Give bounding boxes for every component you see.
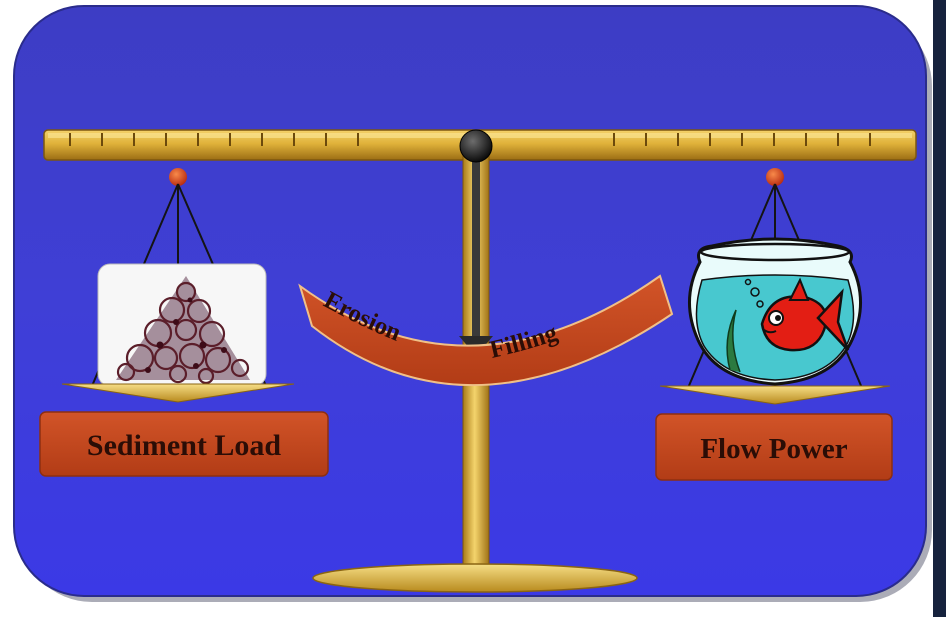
- beam-ticks: [69, 133, 871, 146]
- goldfish-icon: [760, 277, 850, 352]
- pointer-needle: [472, 160, 480, 340]
- edge-strip: [933, 0, 946, 617]
- left-hanger-bob: [169, 168, 187, 186]
- left-pan-assembly: Sediment Load: [39, 168, 329, 477]
- right-label-box: [655, 413, 893, 481]
- right-pan-assembly: Flow Power: [655, 168, 893, 481]
- left-label-box: [39, 411, 329, 477]
- right-hanger-bob: [766, 168, 784, 186]
- sediment-pile-icon: [116, 276, 250, 385]
- right-pan-plate: [659, 385, 891, 405]
- left-pan-plate: [61, 383, 295, 403]
- fishbowl-icon: [688, 237, 862, 386]
- sediment-load-label: Sediment Load: [87, 429, 282, 462]
- balance-base: [312, 563, 638, 593]
- pivot-knob: [459, 129, 493, 163]
- flow-power-label: Flow Power: [700, 433, 847, 465]
